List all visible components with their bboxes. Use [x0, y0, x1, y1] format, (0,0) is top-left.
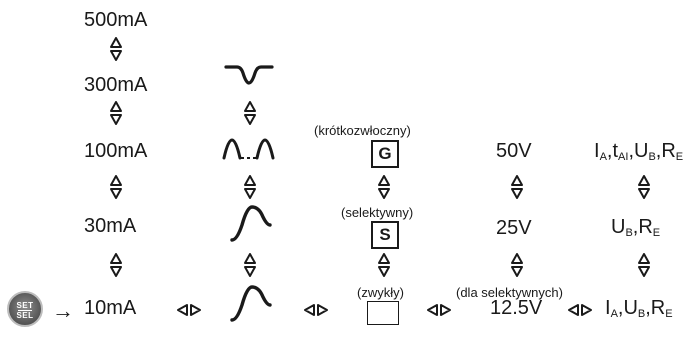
current-300ma: 300mA	[84, 74, 148, 96]
set-sel-button-icon[interactable]: SET SEL	[7, 291, 43, 327]
type-g-box: G	[371, 140, 399, 168]
updown-arrows-icon	[511, 175, 523, 199]
left-right-arrows-icon	[177, 304, 201, 316]
params-row-3: IA,UB,RE	[605, 297, 673, 320]
pulsating-negative-wave-icon	[224, 65, 274, 85]
updown-arrows-icon	[638, 253, 650, 277]
g-caption: (krótkozwłoczny)	[314, 123, 411, 138]
current-500ma: 500mA	[84, 9, 148, 31]
voltage-12v-caption: (dla selektywnych)	[456, 285, 563, 300]
voltage-12v: 12.5V	[490, 297, 543, 319]
left-right-arrows-icon	[568, 304, 592, 316]
updown-arrows-icon	[244, 253, 256, 277]
type-plain-box	[367, 301, 399, 325]
updown-arrows-icon	[110, 253, 122, 277]
updown-arrows-icon	[378, 175, 390, 199]
updown-arrows-icon	[110, 175, 122, 199]
s-caption: (selektywny)	[341, 205, 414, 220]
plain-caption: (zwykły)	[357, 285, 404, 300]
right-arrow-icon: →	[52, 298, 74, 323]
current-100ma: 100mA	[84, 140, 148, 162]
updown-arrows-icon	[110, 101, 122, 125]
updown-arrows-icon	[378, 253, 390, 277]
voltage-25v: 25V	[496, 217, 532, 239]
voltage-50v: 50V	[496, 140, 532, 162]
left-right-arrows-icon	[427, 304, 451, 316]
current-10ma: 10mA	[84, 297, 137, 319]
params-row-1: IA,tAI,UB,RE	[594, 140, 684, 163]
pulsating-dual-wave-icon	[222, 138, 275, 160]
sine-wave-icon	[230, 285, 272, 322]
current-30ma: 30mA	[84, 215, 137, 237]
sine-wave-icon	[230, 205, 272, 242]
params-row-2: UB,RE	[611, 216, 661, 239]
updown-arrows-icon	[244, 175, 256, 199]
updown-arrows-icon	[638, 175, 650, 199]
updown-arrows-icon	[110, 37, 122, 61]
updown-arrows-icon	[511, 253, 523, 277]
type-s-box: S	[371, 221, 399, 249]
left-right-arrows-icon	[304, 304, 328, 316]
updown-arrows-icon	[244, 101, 256, 125]
